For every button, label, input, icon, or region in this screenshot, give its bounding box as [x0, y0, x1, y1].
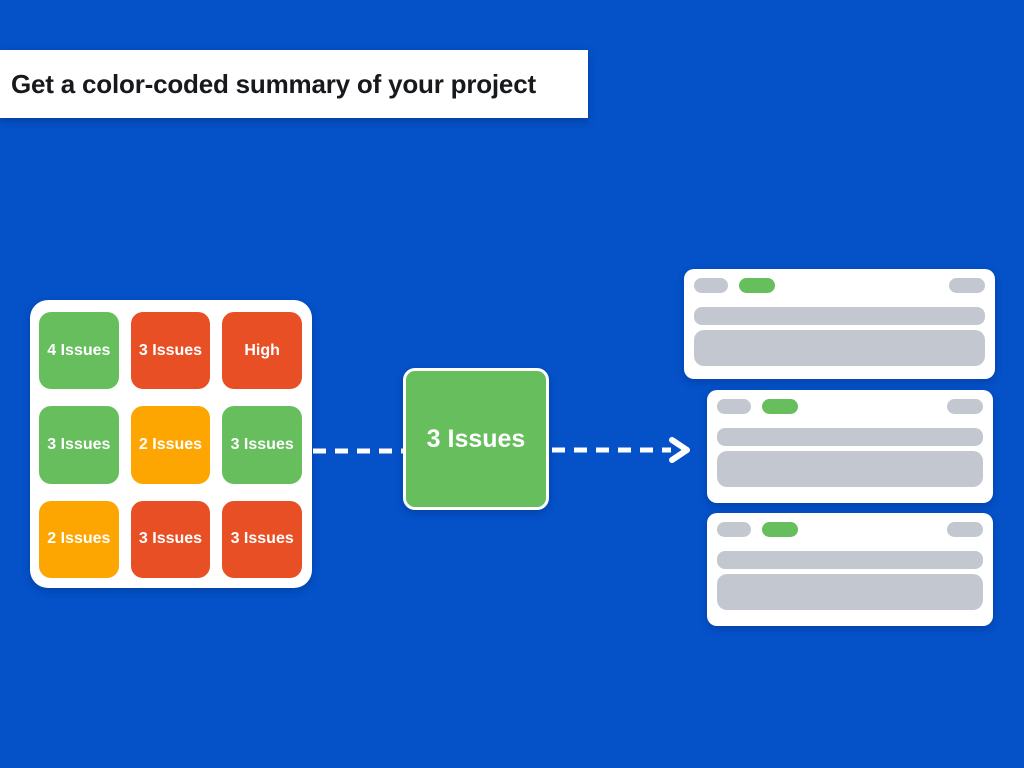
card-tag-row [694, 278, 985, 293]
headline-banner: Get a color-coded summary of your projec… [0, 50, 588, 118]
card-tag-row [717, 522, 983, 537]
issue-tile: High [222, 312, 302, 390]
text-placeholder-block [717, 451, 983, 487]
meta-pill [949, 278, 985, 293]
dashed-arrow-right-icon [552, 437, 690, 463]
meta-pill [947, 399, 983, 414]
dashed-connector-left [313, 448, 405, 454]
text-placeholder-bar [717, 551, 983, 569]
issue-tile: 2 Issues [130, 406, 211, 484]
issue-tile: 3 Issues [222, 500, 302, 578]
issue-card [707, 513, 993, 626]
card-tag-row [717, 399, 983, 414]
page-title: Get a color-coded summary of your projec… [11, 68, 536, 99]
issue-tile: 2 Issues [39, 500, 119, 578]
text-placeholder-bar [694, 307, 985, 325]
issue-card [684, 269, 995, 379]
tag-pill [717, 399, 751, 414]
status-pill [762, 399, 798, 414]
issue-card [707, 390, 993, 503]
status-pill [739, 278, 775, 293]
issue-tile: 3 Issues [39, 406, 119, 484]
meta-pill [947, 522, 983, 537]
status-pill [762, 522, 798, 537]
issue-tile: 3 Issues [130, 500, 211, 578]
text-placeholder-block [717, 574, 983, 610]
issue-tile: 3 Issues [130, 312, 211, 390]
issue-tile: 3 Issues [222, 406, 302, 484]
issues-grid-panel: 4 Issues 3 Issues High 3 Issues 2 Issues… [30, 300, 312, 588]
tag-pill [717, 522, 751, 537]
issue-tile: 4 Issues [39, 312, 119, 390]
text-placeholder-bar [717, 428, 983, 446]
text-placeholder-block [694, 330, 985, 366]
summary-box: 3 Issues [403, 368, 549, 510]
tag-pill [694, 278, 728, 293]
